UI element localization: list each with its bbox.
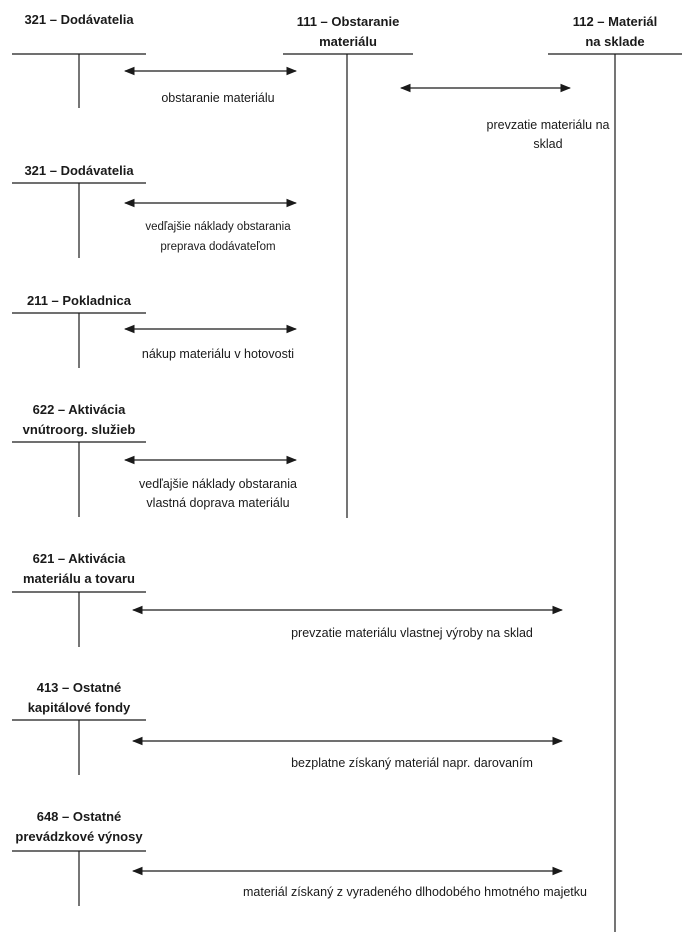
label-line1: vedľajšie náklady obstarania xyxy=(139,477,297,491)
label-line1: prevzatie materiálu na xyxy=(486,118,610,132)
label-line1: bezplatne získaný materiál napr. darovan… xyxy=(291,756,533,770)
header-dodavatelia-line1: 321 – Dodávatelia xyxy=(24,12,134,27)
label-vlastna-vyroba: prevzatie materiálu vlastnej výroby na s… xyxy=(262,624,562,643)
account-line1: 321 – Dodávatelia xyxy=(24,163,134,178)
label-line2: vlastná doprava materiálu xyxy=(146,496,290,510)
label-line1: prevzatie materiálu vlastnej výroby na s… xyxy=(291,626,533,640)
account-line1: 648 – Ostatné xyxy=(36,809,122,824)
label-pokladnica: nákup materiálu v hotovosti xyxy=(122,345,314,364)
t-account-621 xyxy=(12,591,146,647)
account-line2: vnútroorg. služieb xyxy=(22,422,136,437)
account-413: 413 – Ostatné kapitálové fondy xyxy=(6,678,152,718)
label-line1: materiál získaný z vyradeného dlhodobého… xyxy=(243,885,587,899)
account-321-second: 321 – Dodávatelia xyxy=(12,161,146,181)
t-account-211 xyxy=(12,312,146,368)
label-vedlajsie-dodavatel: vedľajšie náklady obstarania preprava do… xyxy=(130,217,306,257)
label-line1: nákup materiálu v hotovosti xyxy=(141,347,295,361)
account-line1: 413 – Ostatné xyxy=(36,680,122,695)
label-line2: preprava dodávateľom xyxy=(160,241,276,253)
account-648: 648 – Ostatné prevádzkové výnosy xyxy=(6,807,152,847)
account-line2: prevádzkové výnosy xyxy=(15,829,143,844)
account-622: 622 – Aktivácia vnútroorg. služieb xyxy=(6,400,152,440)
header-obstaranie: 111 – Obstaranie materiálu xyxy=(273,12,423,52)
label-line2: sklad xyxy=(533,137,563,151)
label-line1: vedľajšie náklady obstarania xyxy=(145,221,291,233)
label-prevzatie-na-sklad: prevzatie materiálu na sklad xyxy=(468,116,628,154)
account-line1: 211 – Pokladnica xyxy=(26,293,132,308)
t-account-321-top xyxy=(12,53,146,108)
label-bezplatne: bezplatne získaný materiál napr. darovan… xyxy=(262,754,562,773)
label-obstaranie-materialu: obstaranie materiálu xyxy=(130,89,306,108)
header-material-line1: 112 – Materiál xyxy=(572,14,658,29)
header-material: 112 – Materiál na sklade xyxy=(540,12,690,52)
header-dodavatelia: 321 – Dodávatelia xyxy=(12,10,146,30)
account-621: 621 – Aktivácia materiálu a tovaru xyxy=(6,549,152,589)
t-account-648 xyxy=(12,850,146,906)
account-line1: 621 – Aktivácia xyxy=(32,551,126,566)
t-account-321-second xyxy=(12,182,146,258)
account-line1: 622 – Aktivácia xyxy=(32,402,126,417)
account-line2: kapitálové fondy xyxy=(27,700,131,715)
account-211: 211 – Pokladnica xyxy=(12,291,146,311)
t-account-112 xyxy=(548,53,682,932)
account-line2: materiálu a tovaru xyxy=(23,571,135,586)
label-vlastna-doprava: vedľajšie náklady obstarania vlastná dop… xyxy=(122,475,314,513)
t-account-413 xyxy=(12,719,146,775)
header-material-line2: na sklade xyxy=(585,34,645,49)
label-line1: obstaranie materiálu xyxy=(161,91,275,105)
t-account-111 xyxy=(283,53,413,518)
header-obstaranie-line1: 111 – Obstaranie xyxy=(296,14,400,29)
t-account-622 xyxy=(12,441,146,517)
header-obstaranie-line2: materiálu xyxy=(319,34,377,49)
label-vyradeny-majetok: materiál získaný z vyradeného dlhodobého… xyxy=(230,883,600,902)
